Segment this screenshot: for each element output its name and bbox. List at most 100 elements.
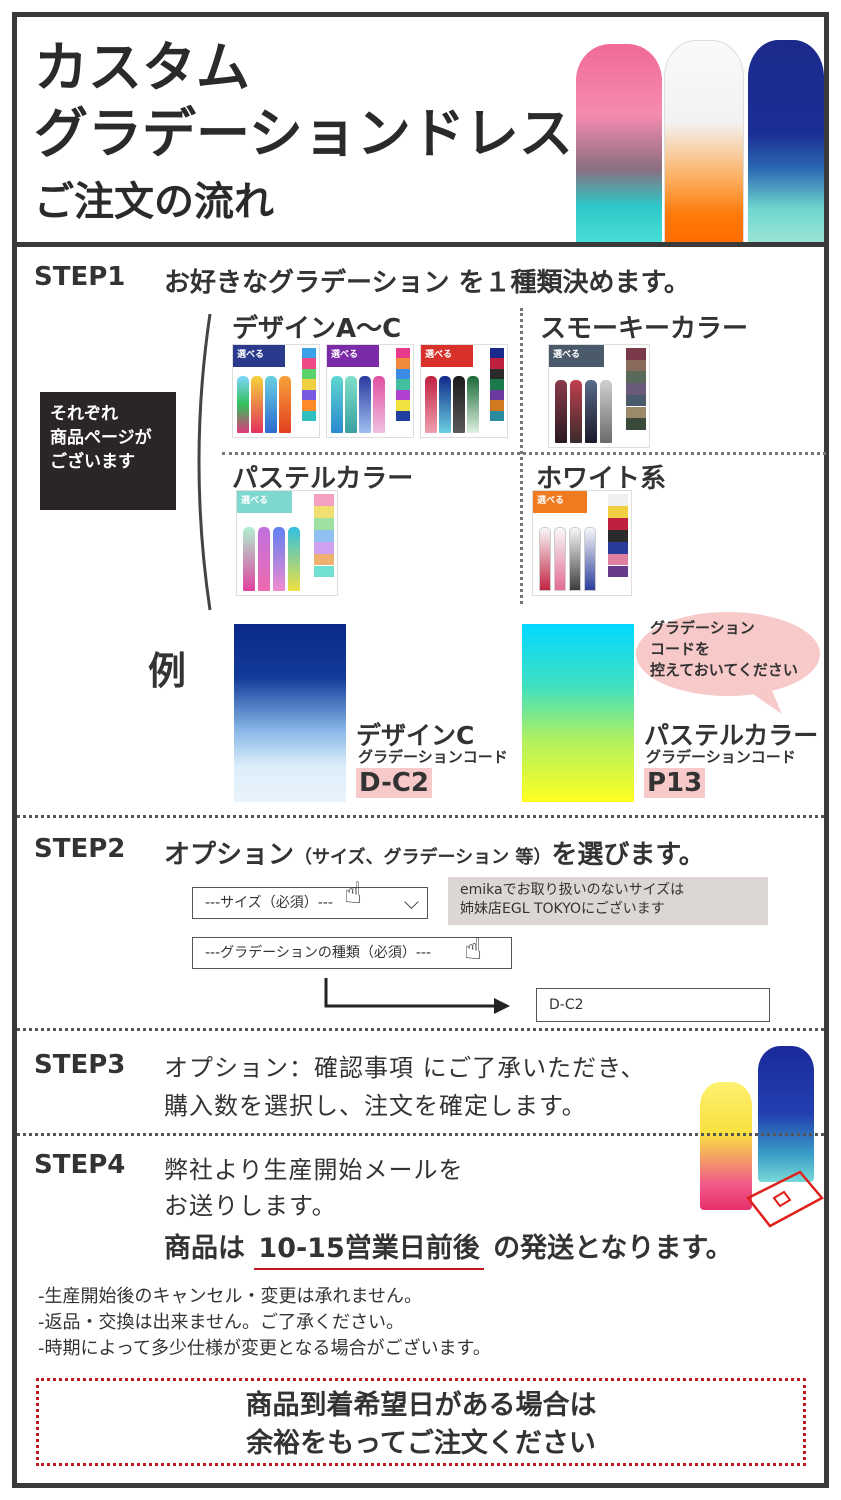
note-item: -返品・交換は出来ません。ご了承ください。: [38, 1312, 404, 1333]
dress-white-orange: [664, 40, 744, 246]
thumb-header-text: 選べる: [537, 496, 565, 506]
thumb-header: 選べる: [233, 345, 285, 367]
dress-figure: [439, 375, 451, 433]
dress-figure: [288, 526, 300, 591]
section-divider: [17, 815, 824, 818]
note-item: -時期によって多少仕様が変更となる場合がございます。: [38, 1338, 491, 1359]
step4-line1: 弊社より生産開始メールを: [164, 1156, 464, 1184]
color-chips: [626, 348, 646, 444]
thumb-smoky[interactable]: 選べる: [548, 344, 650, 448]
dress-pink-teal: [576, 44, 662, 246]
arrow-icon: [324, 978, 510, 1014]
dress-figure: [554, 526, 566, 591]
example2-name: パステルカラー: [644, 721, 819, 750]
gradient-code-input[interactable]: D-C2: [536, 988, 770, 1022]
thumb-header: 選べる: [533, 491, 587, 513]
thumb-header-text: 選べる: [425, 350, 453, 360]
bracket-curve: [197, 313, 212, 611]
note-item: -生産開始後のキャンセル・変更は承れません。: [38, 1286, 422, 1307]
dress-figure: [237, 375, 249, 433]
note-box-line: ございます: [50, 452, 135, 472]
bubble-line: グラデーション: [650, 619, 755, 637]
category-white[interactable]: ホワイト系: [536, 464, 667, 494]
category-smoky[interactable]: スモーキーカラー: [540, 314, 749, 344]
thumb-white[interactable]: 選べる: [532, 490, 632, 596]
category-pastel[interactable]: パステルカラー: [232, 464, 414, 494]
note-box-product-pages: それぞれ 商品ページが ございます: [40, 392, 176, 510]
thumb-header: 選べる: [549, 345, 604, 367]
dress-figure: [467, 375, 479, 433]
size-note-line: emikaでお取り扱いのないサイズは: [460, 882, 685, 898]
size-note-line: 姉妹店EGL TOKYOにございます: [460, 901, 665, 917]
thumb-header-text: 選べる: [553, 350, 581, 360]
size-select[interactable]: ---サイズ（必須）--- ⌵: [192, 887, 428, 919]
delivery-warning-box: 商品到着希望日がある場合は 余裕をもってご注文ください: [36, 1378, 806, 1466]
dress-figure: [265, 375, 277, 433]
gradient-code-value: D-C2: [549, 997, 584, 1013]
thumb-header-text: 選べる: [237, 350, 265, 360]
color-chips: [608, 494, 628, 592]
step3-label: STEP3: [34, 1050, 126, 1080]
shipping-period: 10-15営業日前後: [254, 1226, 484, 1270]
thumb-header: 選べる: [237, 491, 292, 513]
dress-figure: [453, 375, 465, 433]
dress-navy-aqua: [748, 40, 824, 246]
gradient-select-text: ---グラデーションの種類（必須）---: [205, 945, 432, 961]
thumb-header-text: 選べる: [241, 496, 269, 506]
thumb-pastel[interactable]: 選べる: [236, 490, 338, 596]
step4-line2: お送りします。: [164, 1192, 337, 1220]
example-swatch-pastel: [522, 624, 634, 802]
dress-yellow-pink: [700, 1082, 752, 1210]
thumb-header: 選べる: [327, 345, 379, 367]
step3-line1: オプション：確認事項 にご了承いただき、: [164, 1054, 646, 1082]
example2-code: P13: [644, 768, 706, 798]
dress-figure: [584, 526, 596, 591]
category-divider-vertical: [520, 308, 523, 604]
dress-figure: [279, 375, 291, 433]
shipping-prefix: 商品は: [164, 1233, 245, 1264]
step2-heading-main: オプション: [164, 840, 295, 870]
dress-figure: [570, 379, 582, 443]
example2-code-label: グラデーションコード: [646, 748, 796, 766]
dress-figure: [555, 379, 567, 443]
dress-figure: [258, 526, 270, 591]
dress-figure: [425, 375, 437, 433]
category-design[interactable]: デザインA〜C: [232, 314, 402, 344]
note-box-line: 商品ページが: [50, 428, 152, 448]
step2-label: STEP2: [34, 834, 126, 864]
dress-figure: [331, 375, 343, 433]
note-box-line: それぞれ: [50, 404, 118, 424]
color-chips: [490, 348, 504, 434]
thumb-design-a[interactable]: 選べる: [232, 344, 320, 438]
gradient-type-select[interactable]: ---グラデーションの種類（必須）---: [192, 937, 512, 969]
title-line-2: グラデーションドレス: [34, 102, 573, 165]
thumb-design-c[interactable]: 選べる: [420, 344, 508, 438]
example-swatch-design-c: [234, 624, 346, 802]
gift-box-icon: [746, 1170, 824, 1228]
thumb-header: 選べる: [421, 345, 473, 367]
step3-line2: 購入数を選択し、注文を確定します。: [164, 1092, 587, 1120]
speech-bubble-text: グラデーション コードを 控えておいてください: [650, 618, 798, 681]
hand-pointer-icon: ☝: [464, 932, 483, 967]
header-divider: [12, 242, 829, 247]
step2-heading-paren: （サイズ、グラデーション 等）: [294, 847, 552, 868]
thumb-header-text: 選べる: [331, 350, 359, 360]
dress-figure: [600, 379, 612, 443]
title-line-1: カスタム: [34, 36, 250, 99]
section-divider: [17, 1028, 824, 1031]
warning-line: 余裕をもってご注文ください: [246, 1428, 596, 1459]
example1-name: デザインC: [356, 721, 475, 750]
notes-list: -生産開始後のキャンセル・変更は承れません。 -返品・交換は出来ません。ご了承く…: [38, 1284, 491, 1362]
step1-label: STEP1: [34, 262, 126, 292]
example1-code: D-C2: [356, 768, 433, 798]
dress-figure: [585, 379, 597, 443]
dress-figure: [345, 375, 357, 433]
shipping-notice: 商品は 10-15営業日前後 の発送となります。: [164, 1226, 733, 1270]
dress-figure: [373, 375, 385, 433]
thumb-design-b[interactable]: 選べる: [326, 344, 414, 438]
dress-figure: [243, 526, 255, 591]
dress-figure: [359, 375, 371, 433]
category-divider-horizontal: [222, 452, 826, 455]
bubble-line: 控えておいてください: [650, 661, 798, 679]
dress-figure: [569, 526, 581, 591]
